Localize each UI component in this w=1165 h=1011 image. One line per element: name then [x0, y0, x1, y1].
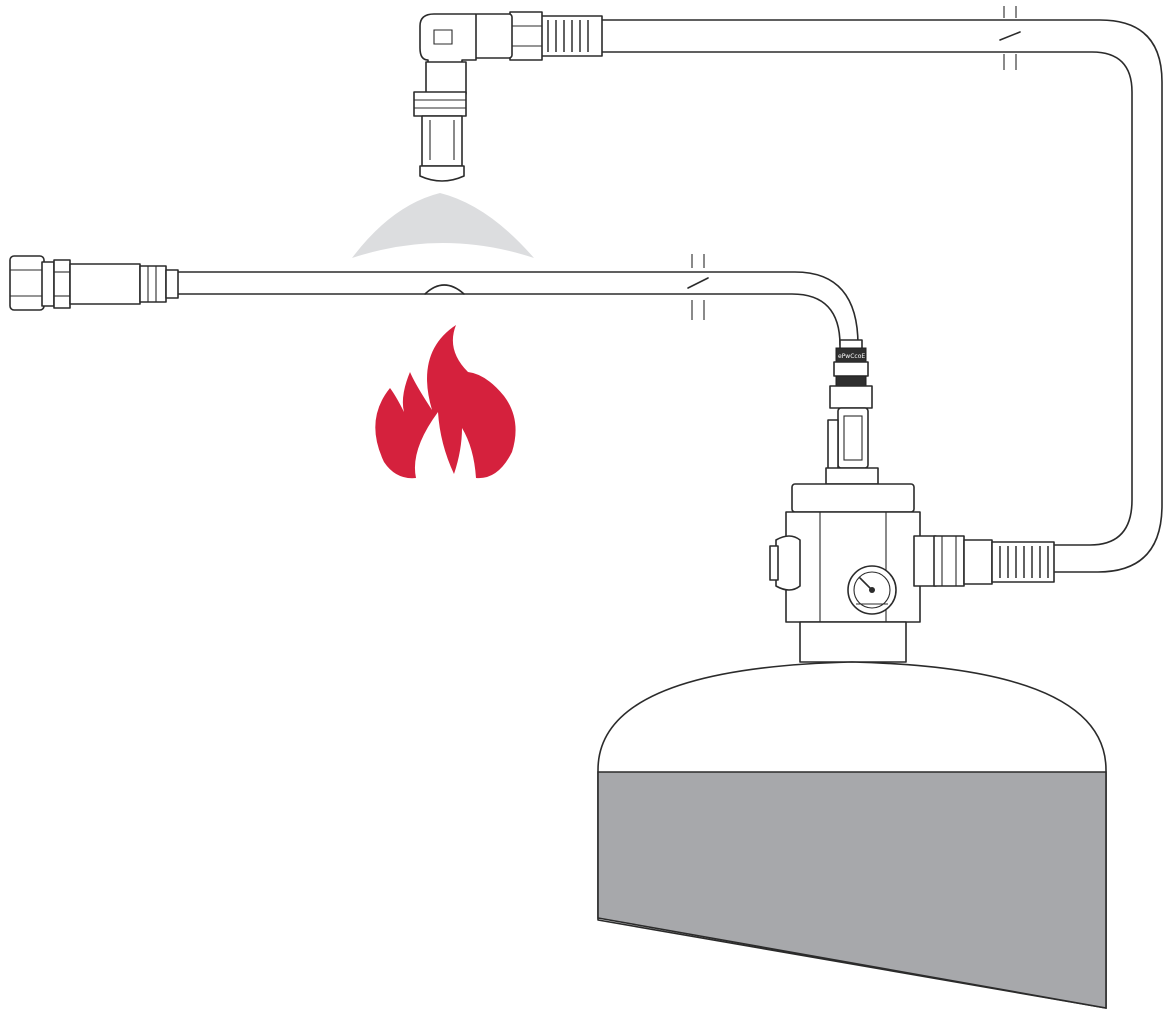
cylinder-liquid [598, 772, 1106, 1008]
hose-break-mark [1000, 6, 1020, 70]
tube-connector: ePwCcoE [826, 340, 878, 484]
connector-label: ePwCcoE [838, 353, 865, 360]
spray-cone [352, 193, 534, 258]
tube-burst-point [425, 285, 464, 294]
discharge-nozzle [414, 12, 602, 181]
pressure-gauge [848, 566, 896, 614]
extinguisher-cylinder [598, 662, 1106, 1008]
valve-hose-fitting [934, 536, 1054, 586]
end-plug [10, 256, 178, 310]
detection-tube [178, 254, 858, 345]
tube-break-mark [688, 254, 708, 320]
fire-icon [375, 325, 515, 478]
cylinder-valve [770, 484, 936, 662]
